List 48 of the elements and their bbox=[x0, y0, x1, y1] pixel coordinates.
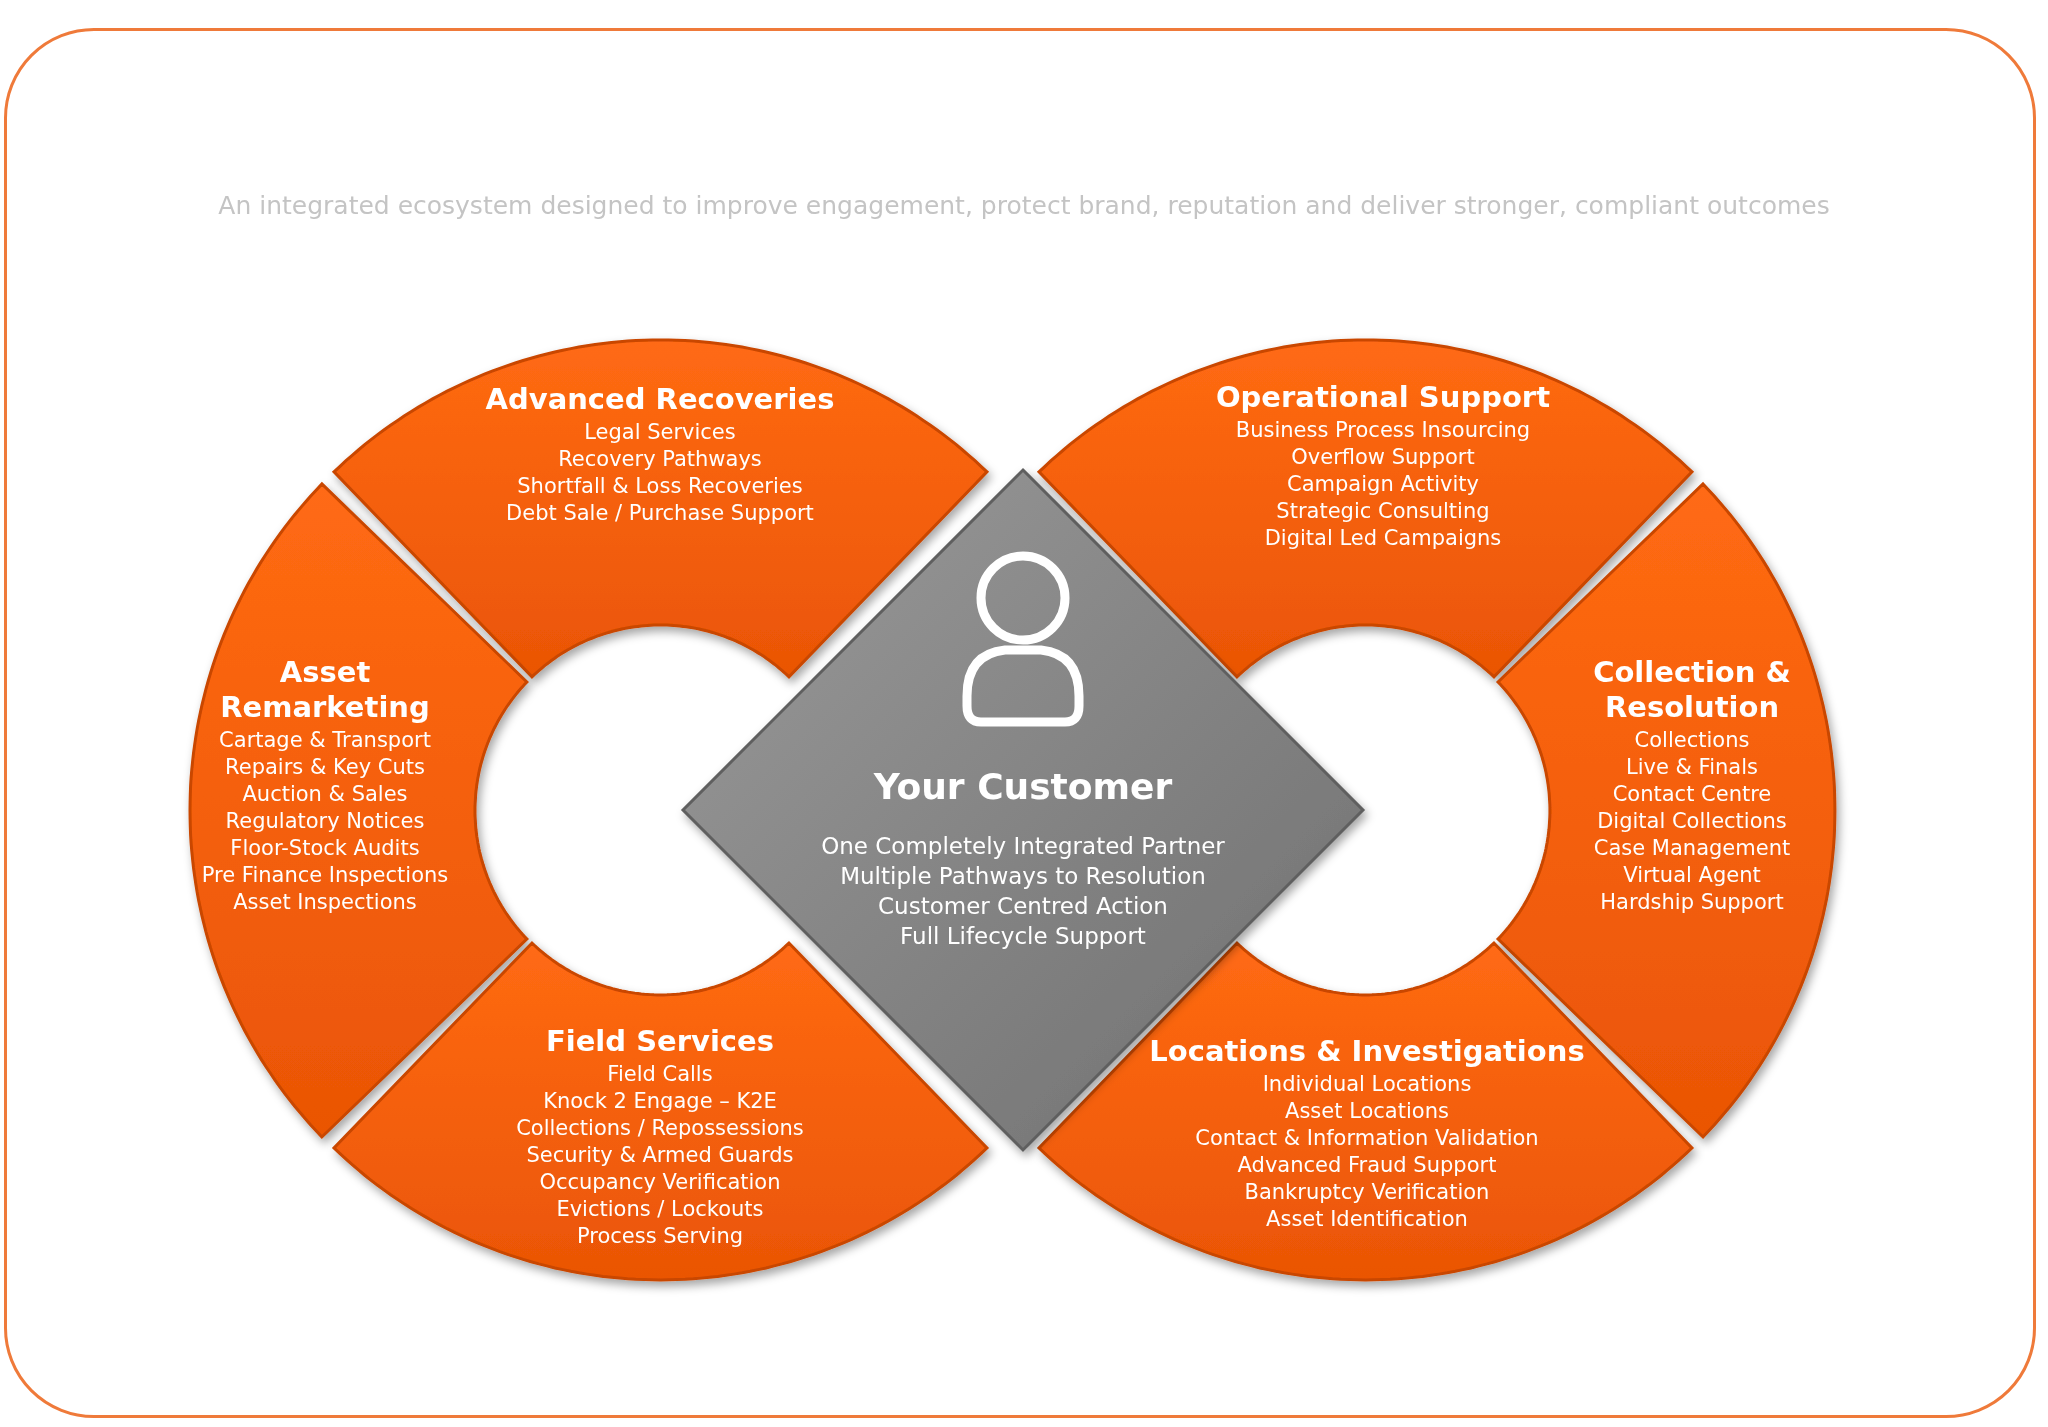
service-item: Occupancy Verification bbox=[539, 1169, 781, 1196]
service-item: Digital Collections bbox=[1597, 808, 1787, 835]
service-item: Case Management bbox=[1593, 835, 1791, 862]
service-item: Asset Identification bbox=[1266, 1206, 1468, 1233]
service-item: Collections bbox=[1634, 727, 1750, 754]
service-item: Field Calls bbox=[607, 1061, 713, 1088]
service-item: Customer Centred Action bbox=[878, 892, 1168, 921]
service-item: Contact Centre bbox=[1612, 781, 1772, 808]
service-item: Campaign Activity bbox=[1287, 471, 1479, 498]
service-item: Full Lifecycle Support bbox=[900, 922, 1146, 951]
service-item: Asset Inspections bbox=[233, 889, 417, 916]
service-item: Pre Finance Inspections bbox=[201, 862, 449, 889]
service-item: Live & Finals bbox=[1626, 754, 1758, 781]
service-item: Bankruptcy Verification bbox=[1244, 1179, 1490, 1206]
segment-heading: Locations & Investigations bbox=[1149, 1034, 1585, 1069]
service-item: Floor-Stock Audits bbox=[230, 835, 420, 862]
service-item: Asset Locations bbox=[1285, 1098, 1449, 1125]
service-item: Strategic Consulting bbox=[1276, 498, 1490, 525]
service-item: Multiple Pathways to Resolution bbox=[840, 862, 1206, 891]
segment-heading: Your Customer bbox=[873, 765, 1173, 809]
segment-heading: Operational Support bbox=[1215, 380, 1550, 415]
service-item: Cartage & Transport bbox=[219, 727, 431, 754]
service-item: Repairs & Key Cuts bbox=[225, 754, 425, 781]
service-item: Digital Led Campaigns bbox=[1264, 525, 1502, 552]
segment-heading: Field Services bbox=[545, 1024, 774, 1059]
service-item: Overflow Support bbox=[1291, 444, 1475, 471]
service-item: Security & Armed Guards bbox=[526, 1142, 794, 1169]
service-item: Collections / Repossessions bbox=[516, 1115, 804, 1142]
segment-heading: Advanced Recoveries bbox=[485, 382, 835, 417]
service-item: Shortfall & Loss Recoveries bbox=[517, 473, 803, 500]
service-item: Hardship Support bbox=[1600, 889, 1784, 916]
subtitle: An integrated ecosystem designed to improve engagement, protect brand, reputation and deliver stronger, compliant outcomes bbox=[217, 190, 1831, 222]
service-item: Evictions / Lockouts bbox=[556, 1196, 764, 1223]
service-item: Auction & Sales bbox=[242, 781, 408, 808]
service-item: Process Serving bbox=[576, 1223, 744, 1250]
segment-heading: Asset Remarketing bbox=[219, 655, 431, 725]
service-item: Knock 2 Engage – K2E bbox=[543, 1088, 777, 1115]
service-item: Business Process Insourcing bbox=[1235, 417, 1531, 444]
service-item: Legal Services bbox=[584, 419, 736, 446]
service-item: Regulatory Notices bbox=[225, 808, 425, 835]
service-item: Advanced Fraud Support bbox=[1237, 1152, 1497, 1179]
service-item: Debt Sale / Purchase Support bbox=[506, 500, 814, 527]
service-item: One Completely Integrated Partner bbox=[821, 832, 1225, 861]
service-item: Recovery Pathways bbox=[558, 446, 762, 473]
service-item: Individual Locations bbox=[1262, 1071, 1472, 1098]
segment-heading: Collection & Resolution bbox=[1592, 655, 1792, 725]
service-item: Virtual Agent bbox=[1623, 862, 1761, 889]
service-item: Contact & Information Validation bbox=[1195, 1125, 1539, 1152]
